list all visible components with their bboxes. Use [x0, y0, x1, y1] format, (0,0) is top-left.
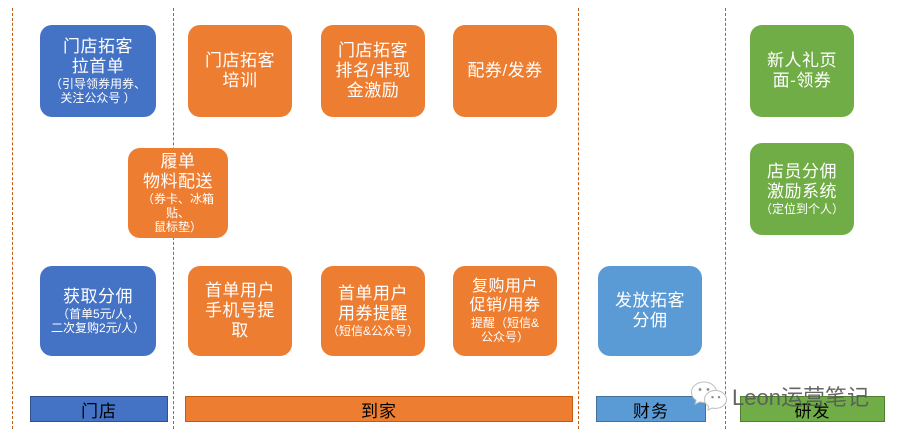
- swimlane-divider-3: [578, 8, 579, 429]
- node-line-4: 关注公众号 ）: [60, 91, 136, 106]
- node-first-order-user-phone-extract[interactable]: 首单用户 手机号提 取: [188, 266, 292, 356]
- node-line-3: 金激励: [346, 81, 400, 101]
- node-earn-commission[interactable]: 获取分佣 （首单5元/人， 二次复购2元/人）: [40, 266, 156, 356]
- node-line-4: 公众号）: [480, 329, 529, 344]
- node-repurchase-user-promo-coupon-reminder[interactable]: 复购用户 促销/用券 提醒（短信& 公众号）: [453, 266, 557, 356]
- node-line-3: 提醒（短信&: [470, 315, 539, 330]
- node-line-1: 发放拓客: [615, 290, 685, 310]
- lane-bar-finance[interactable]: 财务: [596, 396, 706, 422]
- node-line-2: 分佣: [632, 311, 668, 330]
- node-line-1: 复购用户: [471, 277, 538, 295]
- node-line-1: 门店拓客: [205, 50, 275, 70]
- node-fulfillment-material-delivery[interactable]: 履单 物料配送 （券卡、冰箱贴、 鼠标垫）: [128, 148, 228, 238]
- lane-bar-delivery[interactable]: 到家: [185, 396, 573, 422]
- node-newcomer-gift-page-coupon[interactable]: 新人礼页 面-领券: [750, 25, 854, 117]
- node-line-2: 激励系统: [766, 181, 837, 201]
- node-clerk-commission-incentive-system[interactable]: 店员分佣 激励系统 （定位到个人）: [750, 143, 854, 235]
- node-store-acquisition-training[interactable]: 门店拓客 培训: [188, 25, 292, 117]
- lane-bar-label: 财务: [633, 401, 669, 421]
- node-store-acquisition-first-order[interactable]: 门店拓客 拉首单 （引导领券用券、 关注公众号 ）: [40, 25, 156, 117]
- node-line-3: （引导领券用券、: [49, 76, 146, 91]
- node-line-1: 获取分佣: [62, 286, 133, 306]
- node-line-1: 门店拓客: [62, 36, 133, 56]
- node-coupon-allocate-issue[interactable]: 配券/发券: [453, 25, 557, 117]
- lane-bar-label: 到家: [361, 401, 397, 421]
- node-line-3: 取: [231, 321, 249, 341]
- node-line-1: 新人礼页: [767, 50, 837, 70]
- node-line-1: 店员分佣: [766, 161, 837, 181]
- node-line-3: （定位到个人）: [759, 201, 844, 216]
- node-line-1: 门店拓客: [337, 40, 408, 60]
- node-line-1: 配券/发券: [467, 60, 543, 80]
- node-line-2: 面-领券: [772, 71, 832, 90]
- swimlane-divider-1: [12, 8, 13, 429]
- node-first-order-user-coupon-reminder[interactable]: 首单用户 用券提醒 （短信&公众号）: [321, 266, 425, 356]
- node-line-2: 培训: [222, 71, 258, 90]
- node-line-2: 手机号提: [205, 300, 275, 320]
- lane-bar-rnd[interactable]: 研发: [740, 396, 885, 422]
- node-line-2: 物料配送: [143, 171, 213, 191]
- node-line-2: （首单5元/人，: [56, 306, 139, 321]
- node-line-2: 用券提醒: [337, 303, 408, 323]
- node-line-3: （券卡、冰箱贴、: [141, 191, 214, 220]
- node-line-3: 二次复购2元/人）: [50, 321, 145, 336]
- node-issue-acquisition-commission[interactable]: 发放拓客 分佣: [598, 266, 702, 356]
- swimlane-divider-4: [725, 8, 726, 429]
- node-line-2: 排名/非现: [335, 60, 411, 80]
- node-line-4: 鼠标垫）: [153, 220, 202, 235]
- node-line-1: 首单用户: [337, 283, 408, 303]
- node-line-3: （短信&公众号）: [326, 323, 419, 338]
- node-store-acquisition-ranking-incentive[interactable]: 门店拓客 排名/非现 金激励: [321, 25, 425, 117]
- lane-bar-store[interactable]: 门店: [30, 396, 168, 422]
- node-line-2: 拉首单: [71, 56, 125, 76]
- node-line-1: 首单用户: [205, 280, 275, 300]
- node-line-1: 履单: [160, 151, 196, 171]
- lane-bar-label: 研发: [794, 401, 831, 421]
- node-line-2: 促销/用券: [469, 296, 541, 314]
- lane-bar-label: 门店: [81, 401, 117, 421]
